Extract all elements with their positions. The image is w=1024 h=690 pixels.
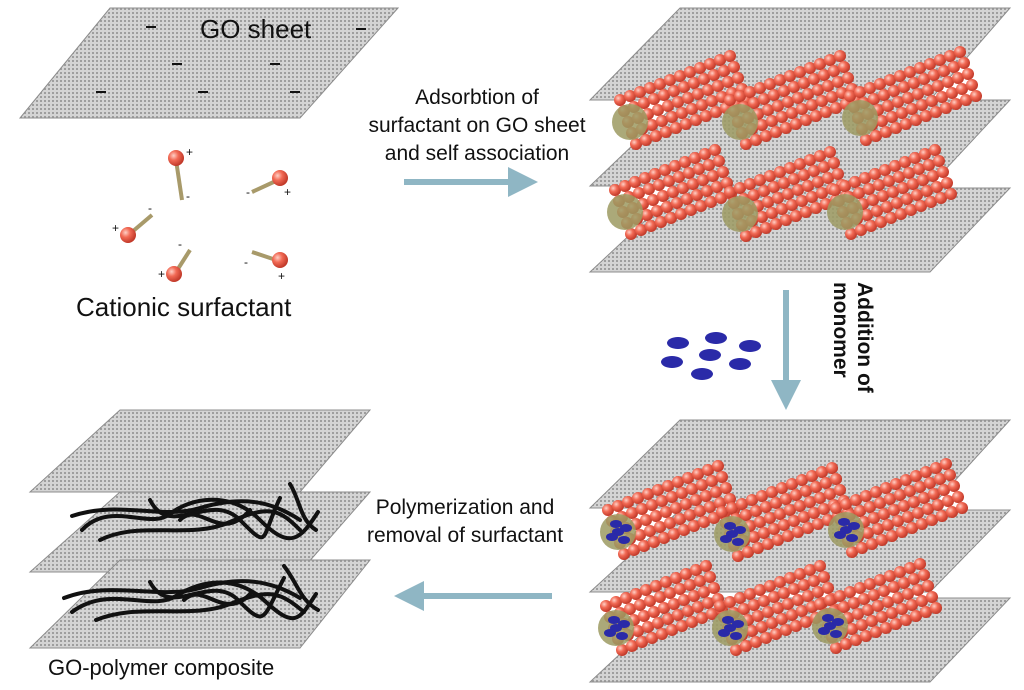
monomer	[830, 630, 842, 638]
step1-caption: Adsorbtion of surfactant on GO sheet and…	[350, 84, 604, 168]
monomer	[620, 524, 632, 532]
surfactant-assembly-with-monomer	[590, 420, 1010, 682]
svg-text:+: +	[158, 267, 165, 281]
svg-text:-: -	[246, 185, 250, 199]
step1-line: and self association	[350, 140, 604, 168]
monomer	[724, 522, 736, 530]
surfactant-molecule: +-	[168, 145, 193, 203]
monomer	[832, 618, 844, 626]
monomer	[739, 340, 761, 352]
svg-text:-: -	[148, 201, 152, 215]
monomer	[667, 337, 689, 349]
monomer	[838, 518, 850, 526]
monomer	[732, 538, 744, 546]
monomer	[606, 533, 618, 541]
monomer	[729, 358, 751, 370]
monomer	[720, 535, 732, 543]
monomer	[705, 332, 727, 344]
surfactant-molecule: +-	[246, 170, 291, 199]
monomer	[618, 536, 630, 544]
step2-caption: Addition of monomer	[828, 282, 876, 422]
cationic-surfactant-label: Cationic surfactant	[76, 292, 291, 323]
monomer	[608, 616, 620, 624]
monomer	[618, 620, 630, 628]
svg-text:-: -	[186, 189, 190, 203]
surfactant-assembly-top	[590, 8, 1010, 272]
monomer	[834, 531, 846, 539]
surfactant-molecule: +-	[112, 201, 152, 243]
step3-caption: Polymerization and removal of surfactant	[350, 494, 580, 550]
monomer	[604, 629, 616, 637]
monomer	[699, 349, 721, 361]
svg-text:+: +	[284, 185, 291, 199]
composite-label: GO-polymer composite	[48, 655, 274, 681]
surfactant-molecule: +-	[158, 237, 190, 282]
monomer	[822, 614, 834, 622]
svg-text:+: +	[186, 145, 193, 159]
step2-line: monomer	[828, 282, 852, 422]
monomer	[718, 629, 730, 637]
monomer	[691, 368, 713, 380]
monomer	[818, 627, 830, 635]
surfactant-molecule: +-	[244, 252, 288, 283]
step2-line: Addition of	[852, 282, 876, 422]
monomer-group	[661, 332, 761, 380]
monomer	[846, 534, 858, 542]
go-polymer-composite	[30, 410, 370, 648]
monomer	[732, 620, 744, 628]
svg-text:-: -	[244, 255, 248, 269]
monomer	[661, 356, 683, 368]
monomer	[722, 616, 734, 624]
step1-line: surfactant on GO sheet	[350, 112, 604, 140]
monomer	[848, 522, 860, 530]
svg-text:+: +	[112, 221, 119, 235]
svg-text:+: +	[278, 269, 285, 283]
monomer	[730, 632, 742, 640]
step1-line: Adsorbtion of	[350, 84, 604, 112]
surfactant-molecules: +- +- +- +- +-	[112, 145, 291, 283]
monomer	[734, 526, 746, 534]
monomer	[616, 632, 628, 640]
step3-line: removal of surfactant	[350, 522, 580, 550]
svg-text:-: -	[178, 237, 182, 251]
step3-line: Polymerization and	[350, 494, 580, 522]
go-sheet-label: GO sheet	[200, 14, 311, 45]
monomer	[610, 520, 622, 528]
